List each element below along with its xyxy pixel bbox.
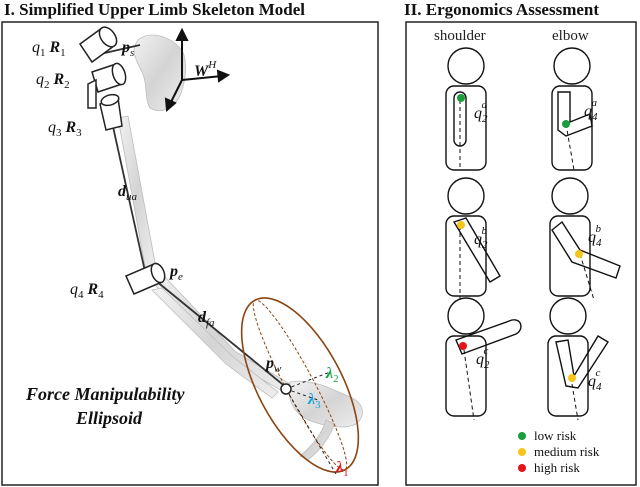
panel1-frame — [1, 21, 379, 486]
label-pe: pe — [168, 263, 183, 283]
label-lambda2: λ2 — [325, 365, 339, 385]
angle-label-shoulder-b: q2b — [474, 225, 488, 251]
panel2-title: II. Ergonomics Assessment — [404, 0, 600, 19]
label-ps: ps — [120, 39, 134, 59]
joint-dot-shoulder-b — [457, 221, 465, 229]
label-lambda3: λ3 — [307, 391, 321, 411]
joint-q1-cylinder — [78, 26, 118, 64]
risk-legend: low risk medium risk high risk — [518, 428, 600, 475]
label-world-frame: WH — [194, 59, 217, 80]
figure-shoulder-c — [445, 297, 522, 421]
wrist-point — [280, 383, 292, 395]
joint-q3-cylinder — [99, 93, 123, 131]
skeleton-links — [95, 44, 288, 389]
legend-label-high: high risk — [534, 460, 580, 475]
joint-q4-cylinder — [125, 262, 166, 295]
panel1-title: I. Simplified Upper Limb Skeleton Model — [4, 0, 305, 19]
angle-label-elbow-b: q4b — [588, 223, 602, 249]
joint-dot-elbow-a — [562, 120, 570, 128]
fme-title-line2: Ellipsoid — [75, 408, 143, 428]
legend-label-medium: medium risk — [534, 444, 600, 459]
figure-elbow-b — [549, 177, 621, 301]
joint-cylinders — [78, 26, 166, 295]
joint-dot-elbow-c — [568, 374, 576, 382]
world-frame-axes — [164, 27, 231, 113]
angle-label-shoulder-c: q2c — [476, 345, 490, 371]
angle-label-shoulder-a: q2a — [474, 99, 488, 125]
joint-dot-shoulder-a — [457, 94, 465, 102]
joint-dot-elbow-b — [575, 250, 583, 258]
angle-label-elbow-c: q4c — [588, 367, 602, 393]
figure-shoulder-b — [445, 177, 501, 300]
fme-title-line1: Force Manipulability — [25, 384, 186, 404]
legend-dot-high — [518, 464, 526, 472]
label-dua: dua — [118, 183, 138, 203]
legend-dot-medium — [518, 448, 526, 456]
label-lambda1: λ1 — [335, 459, 349, 479]
figure-shoulder-a — [445, 47, 487, 171]
panel2-frame — [405, 21, 637, 486]
legend-label-low: low risk — [534, 428, 577, 443]
figure-elbow-c — [547, 297, 609, 421]
figure-elbow-a — [551, 47, 593, 171]
arm-bones-image — [117, 34, 363, 461]
label-dfa: dfa — [198, 309, 215, 329]
angle-label-elbow-a: q4a — [584, 97, 598, 123]
joint-q2-cylinder — [87, 62, 127, 109]
legend-dot-low — [518, 432, 526, 440]
column-label-shoulder: shoulder — [434, 28, 486, 44]
joint-dot-shoulder-c — [459, 342, 467, 350]
column-label-elbow: elbow — [552, 28, 589, 44]
label-pw: pw — [264, 355, 282, 375]
